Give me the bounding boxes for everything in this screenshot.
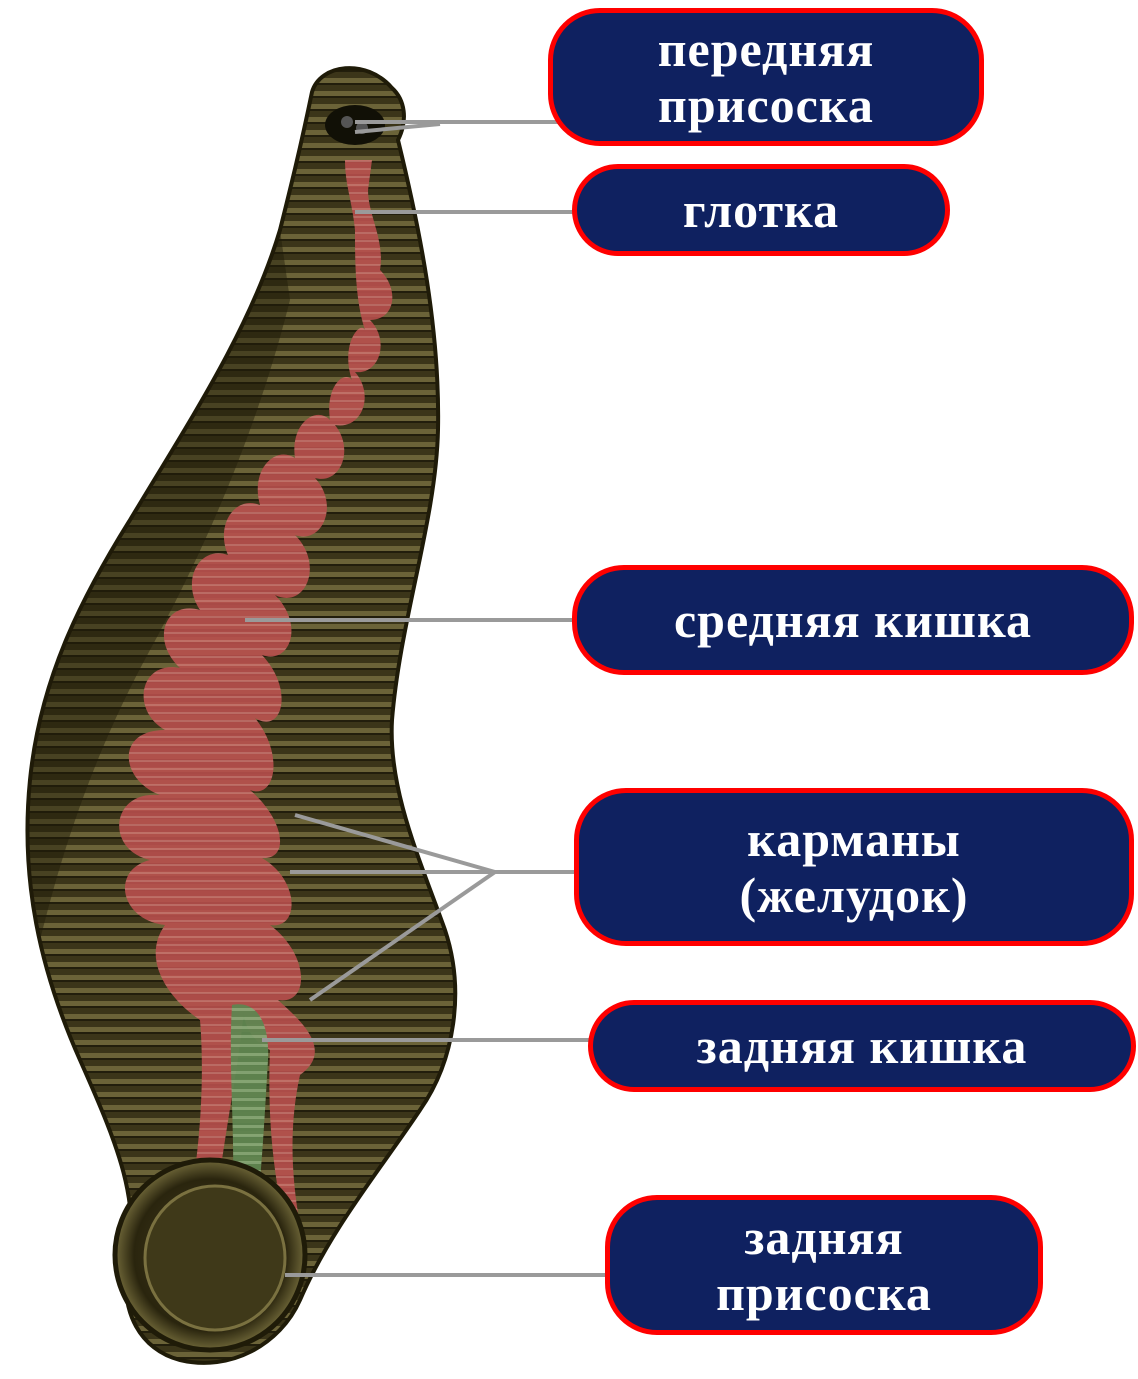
posterior-sucker-inner [145,1186,285,1330]
label-midgut: средняя кишка [572,565,1134,675]
label-posterior-sucker: задняя присоска [605,1195,1043,1335]
label-pockets: карманы (желудок) [574,788,1134,946]
label-hindgut: задняя кишка [588,1000,1136,1092]
mouth-opening [325,105,385,145]
label-anterior-sucker: передняя присоска [548,8,984,146]
jaw-dot-1 [341,116,353,128]
label-pharynx: глотка [572,164,950,256]
